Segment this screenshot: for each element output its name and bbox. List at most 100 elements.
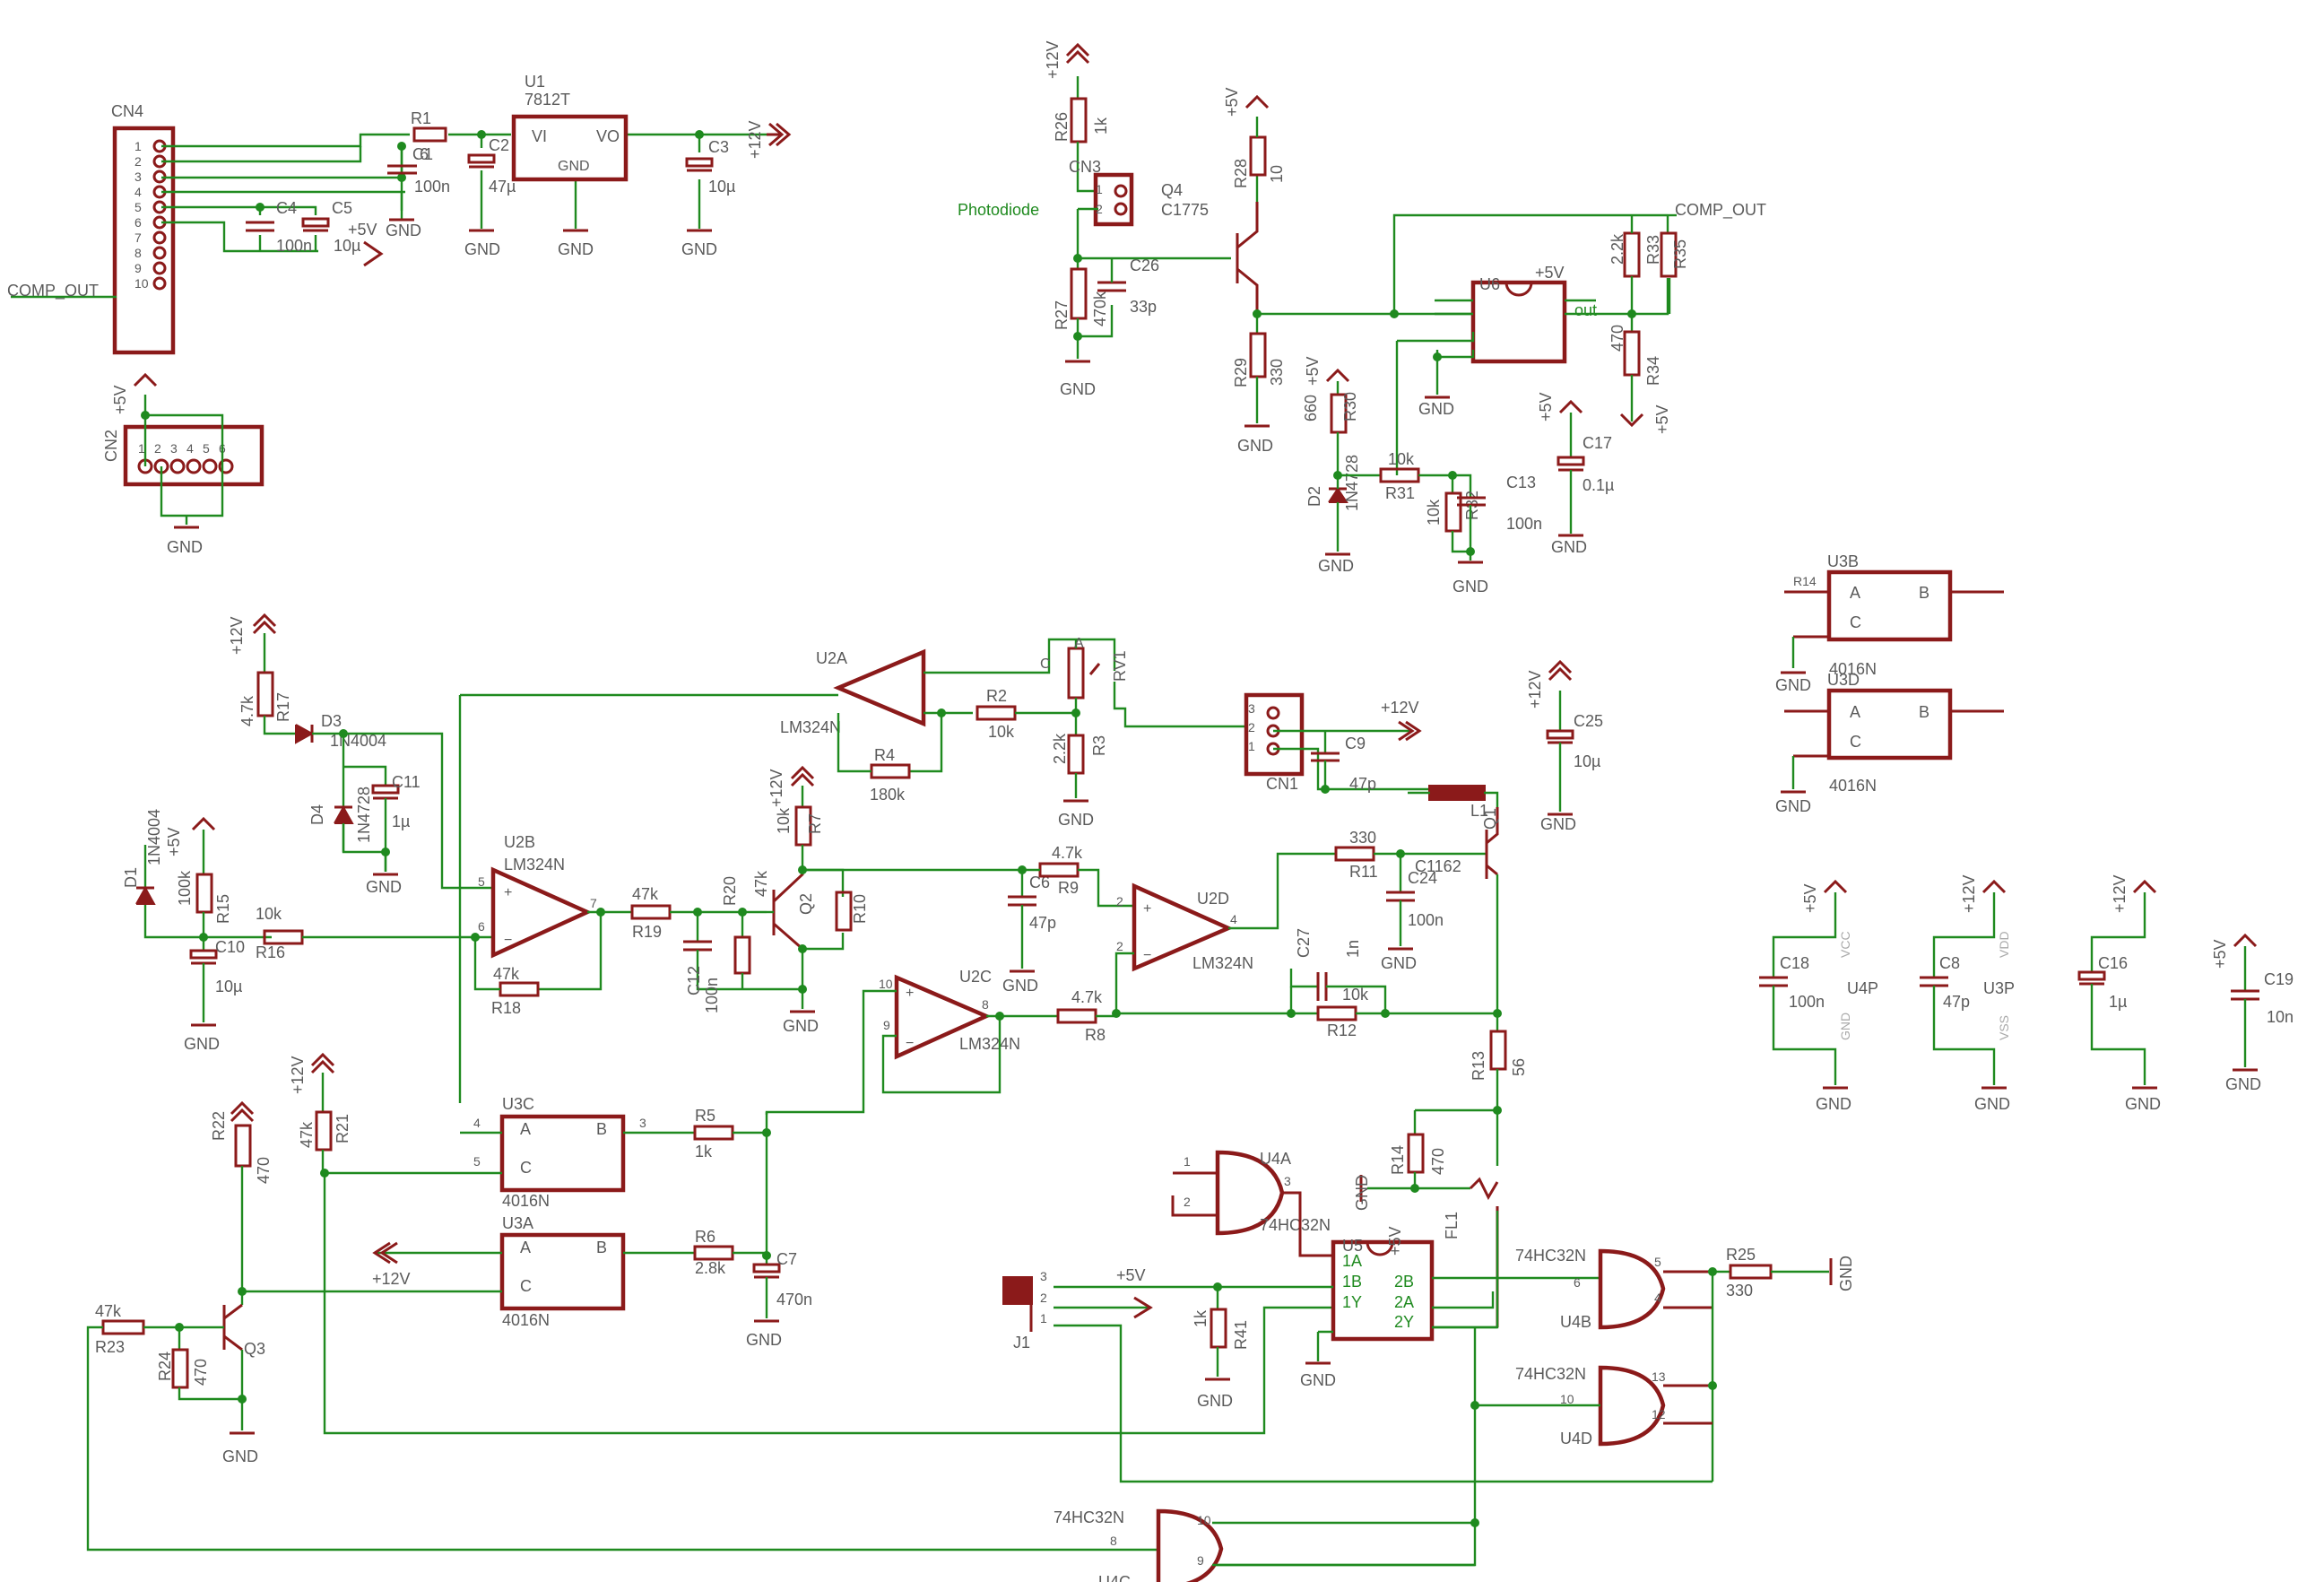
- svg-text:Photodiode: Photodiode: [958, 201, 1039, 219]
- u3d-gate: U3D A C B 4016N GND: [1775, 671, 2004, 815]
- power-caps: +5V C18 100n U4P VCC GND GND +12V C8 47p…: [1759, 874, 2294, 1113]
- svg-text:+12V: +12V: [289, 1056, 307, 1094]
- svg-text:A: A: [1074, 636, 1084, 651]
- svg-text:R14: R14: [1793, 574, 1817, 588]
- svg-text:COMP_OUT: COMP_OUT: [1675, 201, 1766, 220]
- svg-text:C6: C6: [1029, 874, 1050, 891]
- svg-text:470: 470: [1609, 325, 1626, 352]
- svg-text:U2A: U2A: [816, 649, 847, 667]
- svg-text:3: 3: [1248, 701, 1255, 716]
- svg-text:LM324N: LM324N: [504, 856, 565, 874]
- svg-text:4016N: 4016N: [1829, 660, 1877, 678]
- svg-text:LM324N: LM324N: [1192, 954, 1253, 972]
- svg-text:470: 470: [1429, 1148, 1447, 1175]
- svg-text:10n: 10n: [2267, 1008, 2294, 1026]
- svg-text:47µ: 47µ: [489, 178, 516, 196]
- svg-text:1: 1: [1096, 182, 1103, 196]
- cn4-pin: [152, 246, 167, 260]
- svg-text:0.1µ: 0.1µ: [1583, 476, 1614, 494]
- svg-text:1N4004: 1N4004: [145, 809, 163, 865]
- svg-text:10: 10: [1197, 1513, 1211, 1527]
- svg-text:660: 660: [1302, 395, 1320, 422]
- cn2-pin: [202, 458, 218, 474]
- svg-text:+12V: +12V: [1381, 699, 1419, 717]
- svg-text:+12V: +12V: [1526, 670, 1544, 708]
- svg-text:2.2k: 2.2k: [1051, 733, 1069, 764]
- cn2-pin: [186, 458, 202, 474]
- svg-text:1: 1: [1040, 1311, 1047, 1326]
- svg-text:10µ: 10µ: [708, 178, 735, 196]
- cn4-pin-label: 4: [134, 185, 142, 199]
- svg-text:C: C: [1040, 656, 1051, 672]
- svg-text:+12V: +12V: [228, 616, 246, 655]
- svg-text:R19: R19: [632, 923, 662, 941]
- svg-text:C24: C24: [1408, 869, 1437, 887]
- svg-text:1µ: 1µ: [392, 813, 410, 830]
- svg-text:56: 56: [1510, 1058, 1528, 1076]
- svg-text:U3A: U3A: [502, 1214, 533, 1232]
- cn2-pin-label: 4: [186, 441, 194, 456]
- svg-text:2: 2: [1116, 939, 1123, 953]
- svg-text:U6: U6: [1479, 275, 1500, 293]
- svg-text:+5V: +5V: [1801, 883, 1819, 913]
- svg-text:R25: R25: [1726, 1246, 1756, 1264]
- svg-text:2: 2: [1184, 1195, 1191, 1209]
- svg-text:4016N: 4016N: [1829, 777, 1877, 795]
- svg-text:U4D: U4D: [1560, 1430, 1592, 1447]
- svg-text:R3: R3: [1090, 735, 1108, 756]
- svg-text:GND: GND: [681, 240, 717, 258]
- svg-text:GND: GND: [1974, 1095, 2010, 1113]
- svg-text:GND: GND: [1551, 538, 1587, 556]
- svg-text:C2: C2: [489, 136, 509, 154]
- svg-text:GND: GND: [783, 1017, 819, 1035]
- svg-text:R21: R21: [334, 1114, 351, 1143]
- cn2-pin-label: 1: [138, 441, 145, 456]
- svg-text:GND: GND: [1775, 797, 1811, 815]
- svg-text:U4B: U4B: [1560, 1313, 1591, 1331]
- svg-text:U4P: U4P: [1847, 979, 1878, 997]
- svg-text:4: 4: [1230, 912, 1237, 926]
- svg-text:10: 10: [1268, 165, 1286, 183]
- svg-text:GND: GND: [1060, 380, 1096, 398]
- svg-text:GND: GND: [1002, 977, 1038, 995]
- svg-text:R9: R9: [1058, 879, 1079, 897]
- svg-text:C27: C27: [1295, 928, 1313, 958]
- svg-text:4: 4: [473, 1116, 481, 1130]
- svg-text:+12V: +12V: [767, 769, 785, 807]
- svg-text:CN4: CN4: [111, 102, 143, 120]
- svg-text:GND: GND: [1300, 1371, 1336, 1389]
- svg-text:D3: D3: [321, 712, 342, 730]
- svg-text:B: B: [1919, 584, 1929, 602]
- svg-text:+: +: [906, 986, 914, 1001]
- svg-text:R2: R2: [986, 687, 1007, 705]
- svg-text:4.7k: 4.7k: [238, 695, 256, 726]
- svg-text:GND: GND: [222, 1447, 258, 1465]
- svg-text:2.2k: 2.2k: [1609, 233, 1626, 265]
- svg-text:R12: R12: [1327, 1021, 1357, 1039]
- svg-text:10: 10: [1560, 1392, 1574, 1406]
- svg-text:GND: GND: [366, 878, 402, 896]
- svg-text:+5V: +5V: [111, 385, 129, 414]
- svg-text:47p: 47p: [1029, 914, 1056, 932]
- svg-text:100n: 100n: [276, 237, 312, 255]
- svg-text:+: +: [504, 885, 512, 900]
- svg-text:330: 330: [1726, 1282, 1753, 1300]
- svg-text:8: 8: [982, 997, 989, 1012]
- regulator-section: R1 6 C1 100n GND C2 47µ GND U1 7812T VI …: [7, 73, 792, 300]
- svg-text:CN2: CN2: [102, 430, 120, 462]
- svg-text:R16: R16: [256, 943, 285, 961]
- svg-text:4.7k: 4.7k: [1052, 844, 1083, 862]
- svg-text:U2C: U2C: [959, 968, 992, 986]
- u2a-section: U2A LM324N +12V 180k R4 R2 10k +12V C A …: [458, 636, 1603, 1103]
- cn2-pin: [218, 458, 234, 474]
- q3-section: +12V 47k R21 R22 470 Q3 47k R23 R24 470 …: [86, 1052, 1333, 1552]
- svg-text:100n: 100n: [1506, 515, 1542, 533]
- u2b-section: +12V 4.7k R17 D3 1N4004 D4 1N4728 C11 1µ…: [122, 613, 1502, 1053]
- svg-text:2Y: 2Y: [1394, 1313, 1414, 1331]
- cn4-pin: [152, 276, 167, 291]
- svg-text:C3: C3: [708, 138, 729, 156]
- svg-text:VCC: VCC: [1838, 931, 1852, 958]
- svg-text:+5V: +5V: [1537, 392, 1555, 422]
- logic-section: U4A 74HC32N 1 2 3 U5 +5V 1A 1B 1Y 2B 2A …: [1002, 1150, 1855, 1582]
- svg-text:GND: GND: [1237, 437, 1273, 455]
